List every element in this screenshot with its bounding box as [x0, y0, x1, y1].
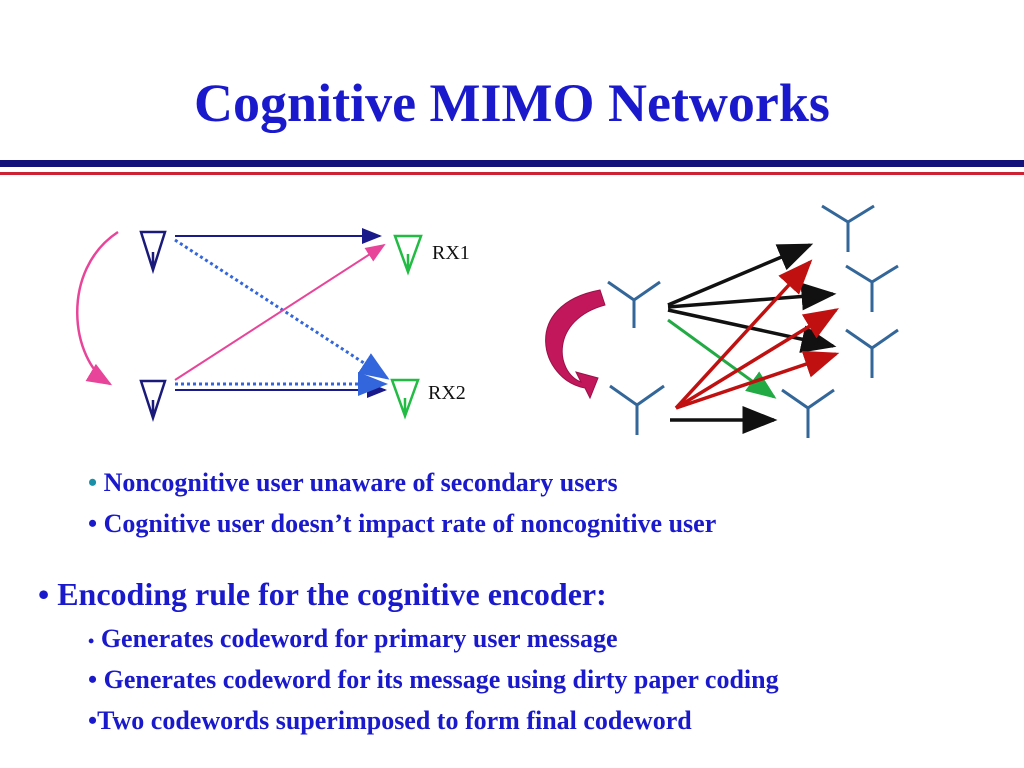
sub-bullet-2-text: Generates codeword for its message using… [103, 665, 779, 694]
mimo-tx2-antenna-icon [609, 384, 665, 435]
main-bullet-heading: • Encoding rule for the cognitive encode… [38, 576, 607, 613]
mimo-red-arrow-3 [675, 350, 840, 410]
tx2-antenna-icon [139, 379, 167, 423]
mimo-black-arrow-1 [667, 243, 814, 307]
main-bullet-heading-text: Encoding rule for the cognitive encoder: [57, 576, 607, 612]
mimo-rx1-antenna-icon [821, 204, 875, 252]
mimo-rx2-antenna-icon [845, 264, 899, 312]
top-bullet-1: • Noncognitive user unaware of secondary… [88, 468, 618, 498]
rx1-label: RX1 [432, 242, 470, 264]
bullet-marker: • [88, 665, 98, 694]
sub-bullet-3: •Two codewords superimposed to form fina… [88, 706, 692, 736]
bullet-marker: • [88, 631, 95, 651]
slide-title: Cognitive MIMO Networks [194, 73, 830, 133]
cognitive-curve-arrow [76, 230, 119, 386]
top-bullet-1-text: Noncognitive user unaware of secondary u… [103, 468, 618, 497]
bullet-marker: • [88, 706, 98, 735]
link-tx1-rx2-dotted [174, 238, 390, 380]
rx1-antenna-icon [393, 234, 423, 276]
tx1-antenna-icon [139, 230, 167, 275]
bullet-marker: • [88, 509, 98, 538]
rx2-label: RX2 [428, 382, 466, 404]
mimo-arrows [545, 243, 840, 434]
sub-bullet-3-text: Two codewords superimposed to form final… [97, 706, 692, 735]
top-bullet-2: • Cognitive user doesn’t impact rate of … [88, 509, 716, 539]
rx2-antenna-icon [390, 378, 420, 420]
mimo-rx3-antenna-icon [845, 328, 899, 378]
mimo-red-arrow-2 [675, 308, 839, 410]
top-bullet-2-text: Cognitive user doesn’t impact rate of no… [103, 509, 717, 538]
network-diagrams: RX1 RX2 [76, 204, 899, 438]
bullet-marker: • [38, 576, 50, 612]
sub-bullet-2: • Generates codeword for its message usi… [88, 665, 779, 695]
sub-bullet-1: • Generates codeword for primary user me… [88, 624, 618, 654]
link-tx2-rx1-pink [174, 243, 386, 381]
mimo-black-arrow-2 [667, 282, 837, 311]
mimo-curved-arrow [545, 289, 606, 400]
title-rule-red [0, 172, 1024, 175]
mimo-red-arrow-1 [674, 259, 813, 410]
cognitive-channel-diagram: RX1 RX2 [76, 228, 470, 423]
sub-bullet-1-text: Generates codeword for primary user mess… [100, 624, 618, 653]
title-rule-navy [0, 160, 1024, 167]
mimo-network-diagram [607, 204, 899, 438]
mimo-tx1-antenna-icon [607, 280, 661, 328]
mimo-rx4-antenna-icon [781, 388, 835, 438]
bullet-marker: • [88, 468, 98, 497]
